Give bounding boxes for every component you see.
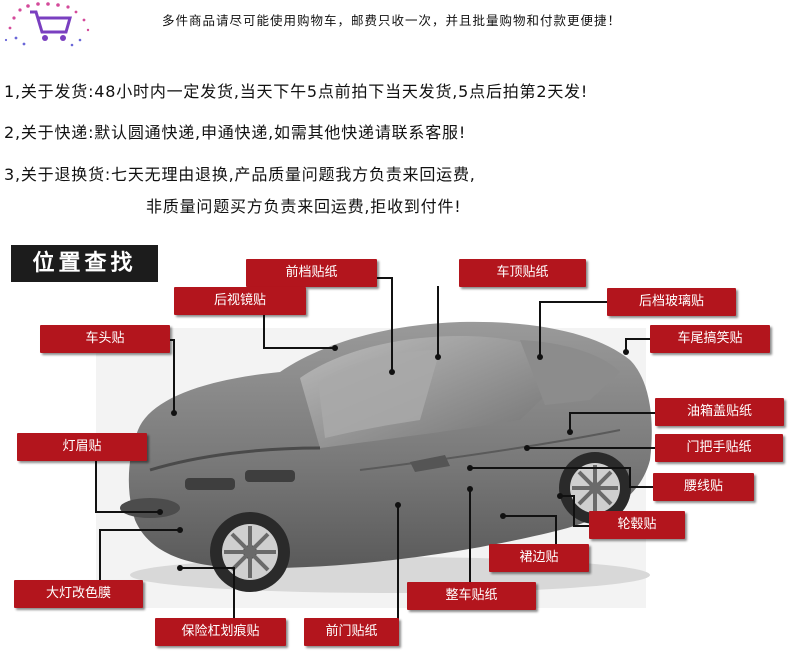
courier-notice: 2,关于快递:默认圆通快递,申通快递,如需其他快递请联系客服! [4, 123, 467, 142]
label-mirror: 后视镜贴 [174, 287, 306, 315]
shopping-cart-icon [4, 2, 90, 47]
rear-wheel [559, 452, 631, 524]
label-full-car: 整车贴纸 [407, 582, 536, 610]
label-rear-glass: 后档玻璃贴 [607, 288, 736, 316]
label-side-skirt: 裙边贴 [489, 544, 589, 572]
label-fuel-cap: 油箱盖贴纸 [655, 398, 784, 426]
label-hood: 车头贴 [40, 325, 170, 353]
leader-dots [157, 345, 629, 571]
label-front-door: 前门贴纸 [304, 618, 399, 646]
label-roof: 车顶贴纸 [459, 259, 586, 287]
front-wheel [210, 512, 290, 592]
label-door-handle: 门把手贴纸 [655, 434, 783, 462]
header-tagline: 多件商品请尽可能使用购物车，邮费只收一次，并且批量购物和付款更便捷！ [162, 13, 622, 28]
label-wheel-hub: 轮毂贴 [589, 511, 685, 539]
label-tail: 车尾搞笑贴 [650, 325, 770, 353]
car-illustration [120, 321, 652, 593]
label-waistline: 腰线贴 [653, 473, 754, 501]
label-headlight-brow: 灯眉贴 [17, 433, 147, 461]
label-headlight-film: 大灯改色膜 [14, 580, 143, 608]
label-bumper: 保险杠划痕贴 [155, 618, 286, 646]
return-notice-continued: 非质量问题买方负责来回运费,拒收到付件! [146, 197, 462, 216]
shipping-notice: 1,关于发货:48小时内一定发货,当天下午5点前拍下当天发货,5点后拍第2天发! [4, 82, 589, 101]
label-front-windshield: 前档贴纸 [246, 259, 377, 287]
return-notice: 3,关于退换货:七天无理由退换,产品质量问题我方负责来回运费, [4, 165, 476, 184]
locator-title: 位置查找 [11, 245, 158, 282]
